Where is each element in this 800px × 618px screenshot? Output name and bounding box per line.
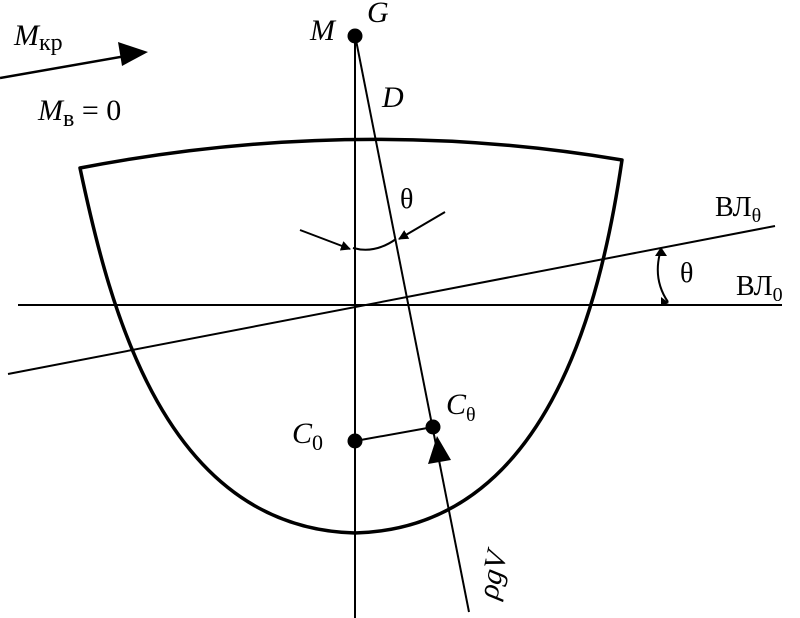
- buoyancy-center-inclined-label: Cθ: [446, 388, 476, 426]
- wind-moment-label: Mв = 0: [37, 94, 121, 132]
- buoyancy-center-initial-point: [347, 433, 363, 449]
- theta-arc-right-head-bottom: [661, 297, 669, 306]
- metacenter-point: [347, 28, 363, 44]
- hull-outline: [78, 137, 624, 535]
- point-d-label: D: [381, 81, 404, 114]
- theta-arc-right-head-top: [655, 247, 667, 256]
- torque-arrow-head: [118, 42, 148, 66]
- gravity-center-label: G: [367, 0, 389, 29]
- buoyancy-shift-line: [354, 426, 434, 442]
- waterline-initial-label: ВЛ0: [736, 271, 783, 306]
- theta-arrow-left: [299, 229, 351, 251]
- torque-arrow: [0, 51, 144, 80]
- buoyancy-force-arrow-head: [428, 436, 451, 464]
- metacenter-label: M: [309, 14, 337, 47]
- waterline-inclined-label: ВЛθ: [715, 192, 761, 227]
- theta-upper-label: θ: [400, 184, 413, 215]
- buoyancy-center-initial-label: C0: [292, 417, 323, 455]
- theta-right-label: θ: [680, 258, 693, 289]
- waterline-inclined: [7, 225, 776, 375]
- theta-arc-upper: [352, 238, 397, 251]
- buoyancy-force-line: [354, 34, 470, 613]
- buoyancy-force-label: ρgV: [471, 544, 514, 602]
- torque-label: Mкр: [13, 19, 63, 56]
- buoyancy-center-inclined-point: [425, 419, 441, 435]
- theta-arrow-right: [398, 211, 446, 240]
- theta-arc-right: [656, 252, 669, 303]
